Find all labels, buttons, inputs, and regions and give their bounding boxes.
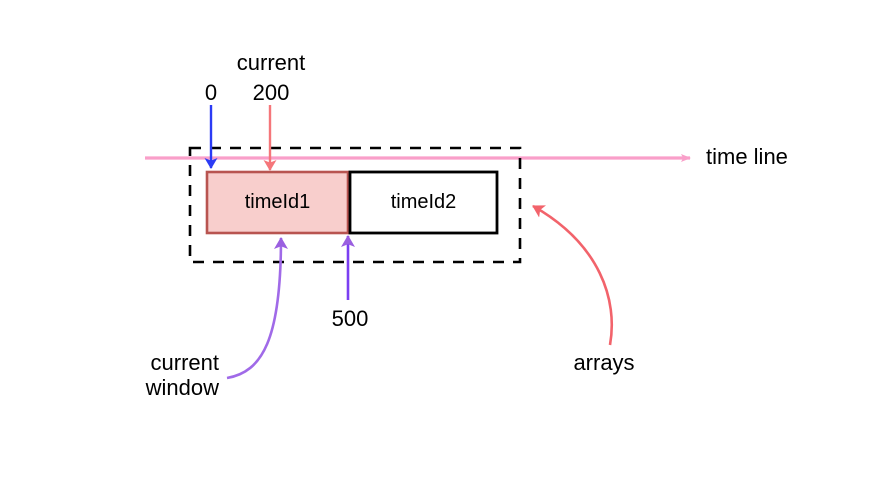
timeid2-label: timeId2	[390, 191, 457, 213]
current-window-callout-line2: window	[145, 375, 219, 401]
current-window-callout-arrow	[226, 237, 288, 380]
current-word-label: current	[236, 50, 306, 75]
timeid1-block	[205, 170, 350, 235]
arrays-callout-arrow	[532, 204, 614, 346]
arrays-callout-label: arrays	[573, 350, 635, 375]
time-line-label: time line	[706, 144, 788, 169]
current-window-callout-label: current window	[146, 350, 219, 401]
arrays-dashed-container	[188, 146, 522, 264]
window-end-value-label: 500	[331, 306, 369, 331]
timeid2-block	[348, 170, 499, 235]
current-window-callout-line1: current	[150, 350, 219, 375]
timeid1-label: timeId1	[244, 191, 311, 213]
start-value-label: 0	[204, 80, 218, 105]
current-value-label: 200	[252, 80, 290, 105]
